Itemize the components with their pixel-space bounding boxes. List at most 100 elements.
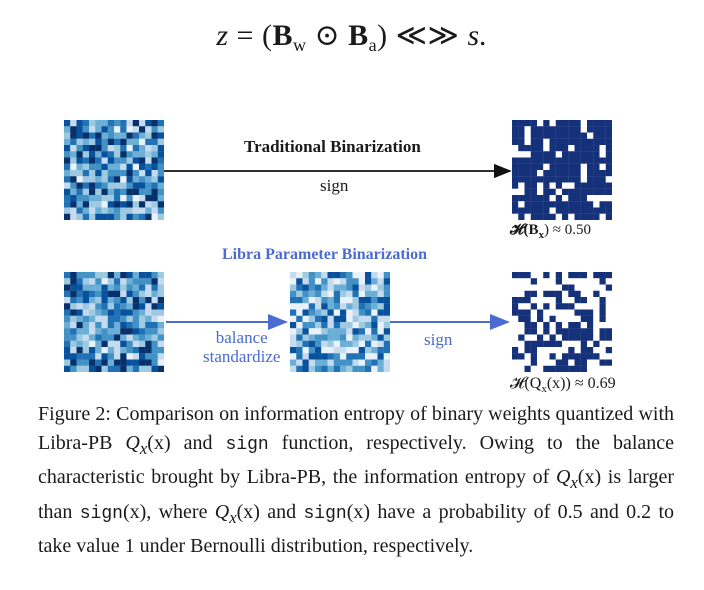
- binary-cell: [562, 182, 569, 189]
- binary-cell: [580, 195, 588, 202]
- binary-cell: [512, 151, 519, 158]
- weight-cell: [114, 303, 121, 310]
- binary-cell: [543, 284, 550, 291]
- weight-cell: [95, 207, 102, 214]
- binary-cell: [537, 278, 544, 285]
- weight-cell: [89, 201, 96, 208]
- binary-cell: [524, 213, 531, 220]
- weight-cell: [151, 340, 158, 348]
- weight-cell: [346, 334, 353, 341]
- binary-cell: [568, 347, 575, 354]
- weight-cell: [107, 201, 115, 208]
- weight-cell: [114, 309, 121, 316]
- weight-cell: [333, 334, 341, 341]
- weight-cell: [139, 340, 146, 348]
- weight-cell: [315, 347, 322, 354]
- weight-cell: [327, 272, 334, 279]
- binary-cell: [543, 126, 550, 133]
- weight-cell: [302, 347, 309, 354]
- weight-cell: [151, 334, 158, 341]
- binary-cell: [580, 309, 588, 316]
- binary-cell: [512, 303, 519, 310]
- weight-cell: [76, 207, 83, 214]
- binary-cell: [574, 322, 581, 329]
- binary-cell: [562, 132, 569, 139]
- weight-cell: [365, 328, 372, 335]
- weight-cell: [333, 297, 341, 304]
- weight-cell: [89, 328, 96, 335]
- weight-cell: [302, 328, 309, 335]
- binary-cell: [530, 359, 538, 366]
- binary-cell: [593, 340, 600, 348]
- weight-cell: [290, 359, 297, 366]
- weight-cell: [89, 284, 96, 291]
- weight-cell: [95, 120, 102, 127]
- binary-cell: [568, 126, 575, 133]
- weight-cell: [157, 163, 164, 171]
- weight-cell: [346, 309, 353, 316]
- binary-cell: [537, 176, 544, 183]
- binary-cell: [543, 359, 550, 366]
- weight-cell: [139, 328, 146, 335]
- eq-sub-w: w: [292, 35, 307, 55]
- weight-cell: [290, 278, 297, 285]
- q-symbol-1: Q: [125, 431, 140, 454]
- binary-cell: [549, 195, 556, 202]
- weight-cell: [315, 322, 322, 329]
- weight-cell: [151, 157, 158, 164]
- binary-cell: [512, 213, 519, 220]
- weight-cell: [114, 315, 121, 323]
- weight-cell: [120, 334, 127, 341]
- weight-cell: [151, 176, 158, 183]
- entropy-trad-sub: x: [538, 229, 545, 241]
- weight-cell: [120, 272, 127, 279]
- binary-cell: [524, 126, 531, 133]
- weight-cell: [132, 278, 140, 285]
- weight-cell: [101, 353, 108, 360]
- weight-cell: [120, 340, 127, 348]
- weight-cell: [346, 340, 353, 348]
- weight-cell: [290, 272, 297, 279]
- weight-cell: [157, 272, 164, 279]
- binary-cell: [518, 145, 525, 152]
- binary-cell: [549, 151, 556, 158]
- binary-cell: [605, 297, 612, 304]
- binary-cell: [574, 334, 581, 341]
- weight-cell: [95, 353, 102, 360]
- weight-cell: [352, 303, 359, 310]
- weight-cell: [95, 157, 102, 164]
- binary-cell: [549, 340, 556, 348]
- weight-cell: [114, 170, 121, 177]
- weight-cell: [76, 365, 83, 372]
- binary-cell: [562, 284, 569, 291]
- weight-cell: [101, 163, 108, 171]
- weight-cell: [315, 309, 322, 316]
- weight-cell: [145, 303, 152, 310]
- weight-cell: [101, 334, 108, 341]
- binary-cell: [562, 145, 569, 152]
- weight-cell: [114, 176, 121, 183]
- weight-cell: [101, 182, 108, 189]
- binary-cell: [593, 195, 600, 202]
- binary-cell: [574, 284, 581, 291]
- weight-cell: [101, 207, 108, 214]
- binary-cell: [549, 132, 556, 139]
- binary-cell: [512, 334, 519, 341]
- binary-cell: [605, 207, 612, 214]
- binary-cell: [530, 297, 538, 304]
- weight-cell: [365, 272, 372, 279]
- binary-cell: [543, 272, 550, 279]
- binary-cell: [574, 303, 581, 310]
- weight-cell: [70, 359, 77, 366]
- weight-cell: [120, 195, 127, 202]
- weight-cell: [107, 278, 115, 285]
- binary-cell: [543, 328, 550, 335]
- weight-cell: [139, 120, 146, 127]
- weight-cell: [139, 272, 146, 279]
- weight-cell: [296, 284, 303, 291]
- binary-weights-traditional: [512, 120, 612, 220]
- weight-cell: [120, 138, 127, 146]
- binary-cell: [518, 347, 525, 354]
- binary-cell: [524, 195, 531, 202]
- weight-cell: [308, 328, 316, 335]
